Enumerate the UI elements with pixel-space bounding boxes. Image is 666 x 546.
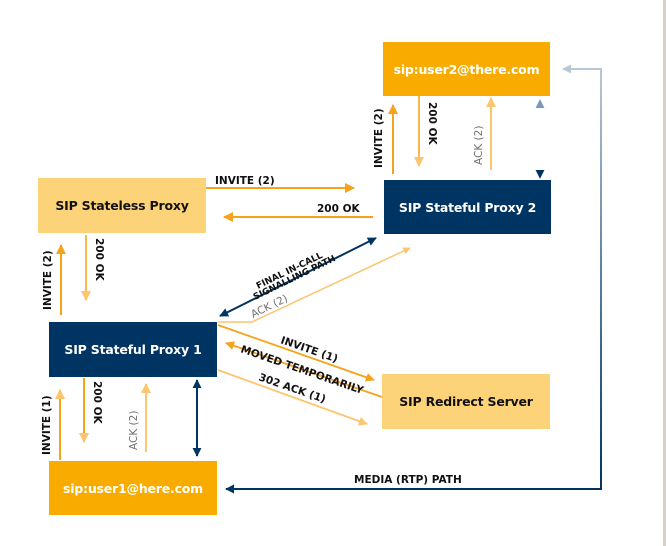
node-stateful-proxy-2-label: SIP Stateful Proxy 2 [398,199,537,215]
arrow-invite1-sp1-to-redirect [217,324,375,382]
window-edge [663,0,666,546]
label-200ok-sp1-user1: 200 OK [91,381,103,424]
node-user1-label: sip:user1@here.com [62,480,204,496]
label-200ok-stateless-sp1: 200 OK [93,238,105,281]
node-stateful-proxy-2: SIP Stateful Proxy 2 [384,180,551,234]
label-media-rtp-path: MEDIA (RTP) PATH [354,474,462,486]
label-invite1-user1-sp1: INVITE (1) [41,395,53,455]
label-invite2-sp1-stateless: INVITE (2) [42,250,54,310]
arrow-final-in-call-path [219,237,377,317]
node-stateless-proxy-label: SIP Stateless Proxy [55,198,189,213]
label-invite2-stateless-sp2: INVITE (2) [215,175,275,187]
arrow-ack2-sp1-to-sp2 [218,247,411,323]
label-ack2-user1-sp1: ACK (2) [128,411,140,450]
label-invite2-sp2-user2: INVITE (2) [373,108,385,168]
label-200ok-sp2-stateless: 200 OK [317,203,360,215]
arrow-302-ack1 [217,369,368,426]
node-stateful-proxy-1: SIP Stateful Proxy 1 [49,322,217,377]
node-user2: sip:user2@there.com [383,42,550,96]
label-ack2-sp2-user2: ACK (2) [473,126,485,165]
node-redirect-server: SIP Redirect Server [382,374,550,429]
node-user2-label: sip:user2@there.com [393,61,540,77]
arrow-media-rtp-path [562,64,602,489]
node-stateful-proxy-1-label: SIP Stateful Proxy 1 [64,342,202,357]
node-redirect-server-label: SIP Redirect Server [399,394,533,409]
label-200ok-user2-sp2: 200 OK [426,102,438,145]
node-user1: sip:user1@here.com [49,461,217,515]
arrow-moved-temporarily [225,341,383,398]
node-stateless-proxy: SIP Stateless Proxy [38,178,206,233]
